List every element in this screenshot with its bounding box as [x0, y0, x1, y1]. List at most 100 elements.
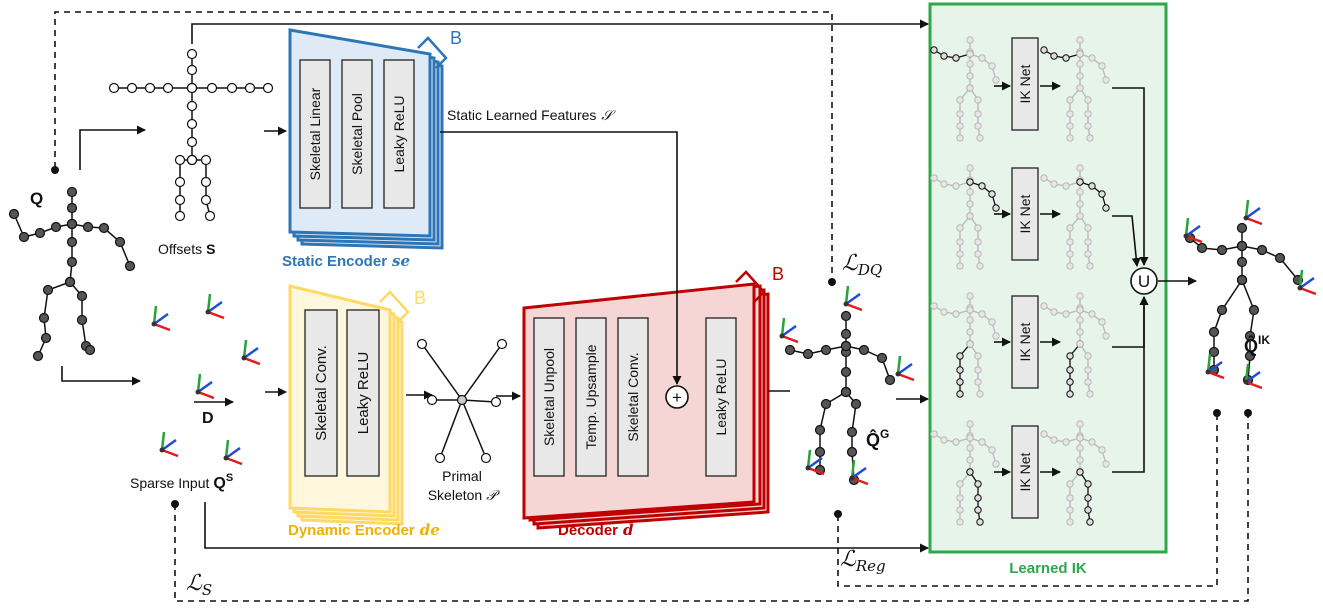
offsets-skeleton-right-leg	[186, 154, 216, 222]
loss-s-line	[174, 414, 1249, 602]
dynamic-layer-1-label: Skeletal Conv.	[313, 345, 330, 441]
skeleton-figures	[8, 36, 1317, 526]
ik-row3-output	[1040, 292, 1110, 398]
offsets-skeleton-arms	[108, 82, 274, 94]
qg-axis-head	[843, 285, 863, 312]
q-skeleton-left-arm	[8, 208, 78, 243]
ik-row4-output	[1040, 420, 1110, 526]
decoder-layer-2-label: Temp. Upsample	[583, 344, 599, 449]
arrow-offsets-to-ik	[191, 19, 929, 44]
static-layer-1-label: Skeletal Linear	[307, 87, 323, 180]
sparse-axis-4	[195, 373, 215, 400]
decoder-layer-3-box	[617, 317, 649, 477]
ik-net-3-box	[1011, 295, 1039, 389]
qg-axis-lhand	[779, 317, 799, 344]
qg-axis-rhand	[895, 355, 915, 382]
dynamic-layer-2-box	[346, 309, 380, 477]
union-operator	[1130, 267, 1158, 295]
ik-net-3-label: IK Net	[1017, 322, 1033, 361]
static-encoder	[288, 28, 448, 250]
sparse-axis-6	[223, 439, 243, 466]
qg-skeleton-right-leg	[840, 386, 862, 486]
ik-net-4-label: IK Net	[1017, 452, 1033, 491]
decoder-layer-4-box	[705, 317, 737, 477]
offsets-skeleton-left-leg	[174, 154, 198, 222]
arrow-static-features-to-sum	[440, 131, 682, 385]
q-ik-label: Q̂IK	[1244, 333, 1270, 356]
static-layer-2-box	[341, 59, 373, 209]
qik-axis-head	[1243, 199, 1263, 226]
ik-net-2-label: IK Net	[1017, 194, 1033, 233]
ik-row4-input	[930, 420, 1000, 526]
qg-skeleton-left-arm	[784, 340, 852, 360]
static-batch-bracket	[417, 36, 448, 69]
d-label: D	[202, 410, 214, 427]
ik-row1-output	[1040, 36, 1110, 142]
q-skeleton-right-leg	[64, 276, 96, 356]
static-layer-2-label: Skeletal Pool	[349, 93, 365, 175]
dynamic-batch-bracket	[379, 290, 410, 323]
decoder-layer-1-box	[533, 317, 565, 477]
sum-operator	[665, 385, 689, 409]
ik-row2-output	[1040, 164, 1110, 270]
dynamic-layer-2-label: Leaky ReLU	[355, 352, 372, 435]
qg-skeleton-right-arm	[840, 340, 896, 386]
static-layer-1-box	[299, 59, 331, 209]
static-layer-3-label: Leaky ReLU	[391, 95, 407, 172]
sparse-axis-2	[205, 293, 225, 320]
q-skeleton-spine	[64, 186, 78, 288]
loss-dq-line	[54, 11, 833, 280]
decoder-batch-label: B	[772, 264, 784, 284]
ik-net-1-box	[1011, 37, 1039, 131]
qik-axis-rfoot	[1243, 363, 1263, 390]
loss-dq-label: ℒDQ	[842, 251, 882, 279]
loss-lines	[54, 11, 1249, 602]
sparse-axis-5	[159, 431, 179, 458]
loss-dots	[51, 166, 1252, 518]
q-skeleton-left-leg	[32, 276, 76, 362]
decoder	[522, 270, 770, 530]
union-operator-label: U	[1138, 272, 1150, 291]
sparse-axis-1	[151, 305, 171, 332]
ik-nets	[1011, 37, 1158, 519]
dynamic-batch-label: B	[414, 288, 426, 308]
sum-operator-label: +	[672, 388, 682, 407]
ik-row1-input	[930, 36, 1000, 142]
qik-axis-lfoot	[1205, 353, 1225, 380]
offsets-skeleton-spine	[186, 48, 198, 166]
connectors	[61, 19, 1197, 553]
dynamic-layer-1-box	[304, 309, 338, 477]
primal-skeleton	[416, 338, 508, 464]
decoder-layer-2-box	[575, 317, 607, 477]
static-layer-3-box	[383, 59, 415, 209]
loss-reg-label: ℒReg	[840, 547, 886, 575]
ik-row2-input	[930, 164, 1000, 270]
sparse-axis-3	[241, 339, 261, 366]
loss-reg-line	[837, 414, 1218, 587]
arrow-q-to-offsets	[79, 125, 146, 170]
qg-axis-lfoot	[805, 449, 825, 476]
decoder-batch-bracket	[735, 270, 766, 303]
qik-skeleton-left-leg	[1208, 274, 1248, 376]
ik-row3-input	[930, 292, 1000, 398]
dynamic-encoder	[288, 284, 410, 526]
static-batch-label: B	[450, 28, 462, 48]
ik-net-1-label: IK Net	[1017, 64, 1033, 103]
ik-net-4-box	[1011, 425, 1039, 519]
qik-axis-lhand	[1183, 217, 1203, 244]
decoder-layer-3-label: Skeletal Conv.	[625, 352, 641, 441]
arrow-sparse-to-ik	[204, 502, 929, 553]
decoder-layer-1-label: Skeletal Unpool	[541, 348, 557, 446]
qg-skeleton-spine	[840, 310, 852, 398]
q-label: Q	[30, 189, 43, 208]
primal-label-line1: Primal	[442, 468, 482, 484]
arrow-q-to-sparse	[61, 366, 141, 386]
